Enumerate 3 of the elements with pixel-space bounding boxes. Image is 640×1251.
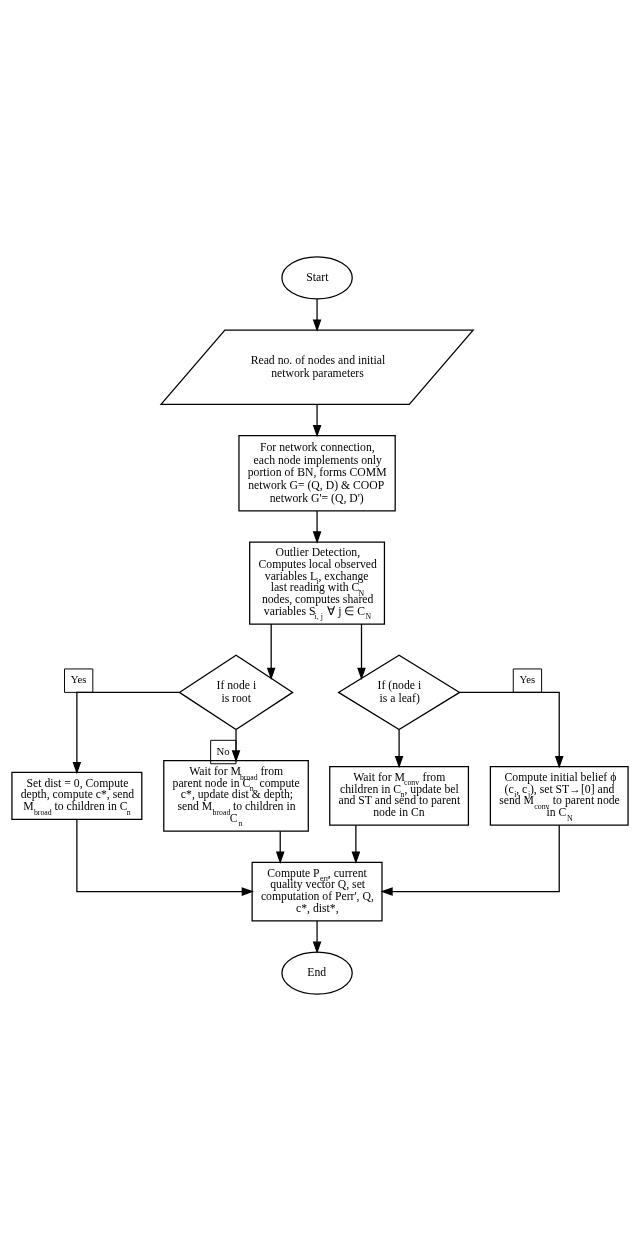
edge-label: Yes: [519, 673, 536, 686]
edge-label: No: [216, 744, 230, 757]
edge-label: Yes: [70, 673, 87, 686]
